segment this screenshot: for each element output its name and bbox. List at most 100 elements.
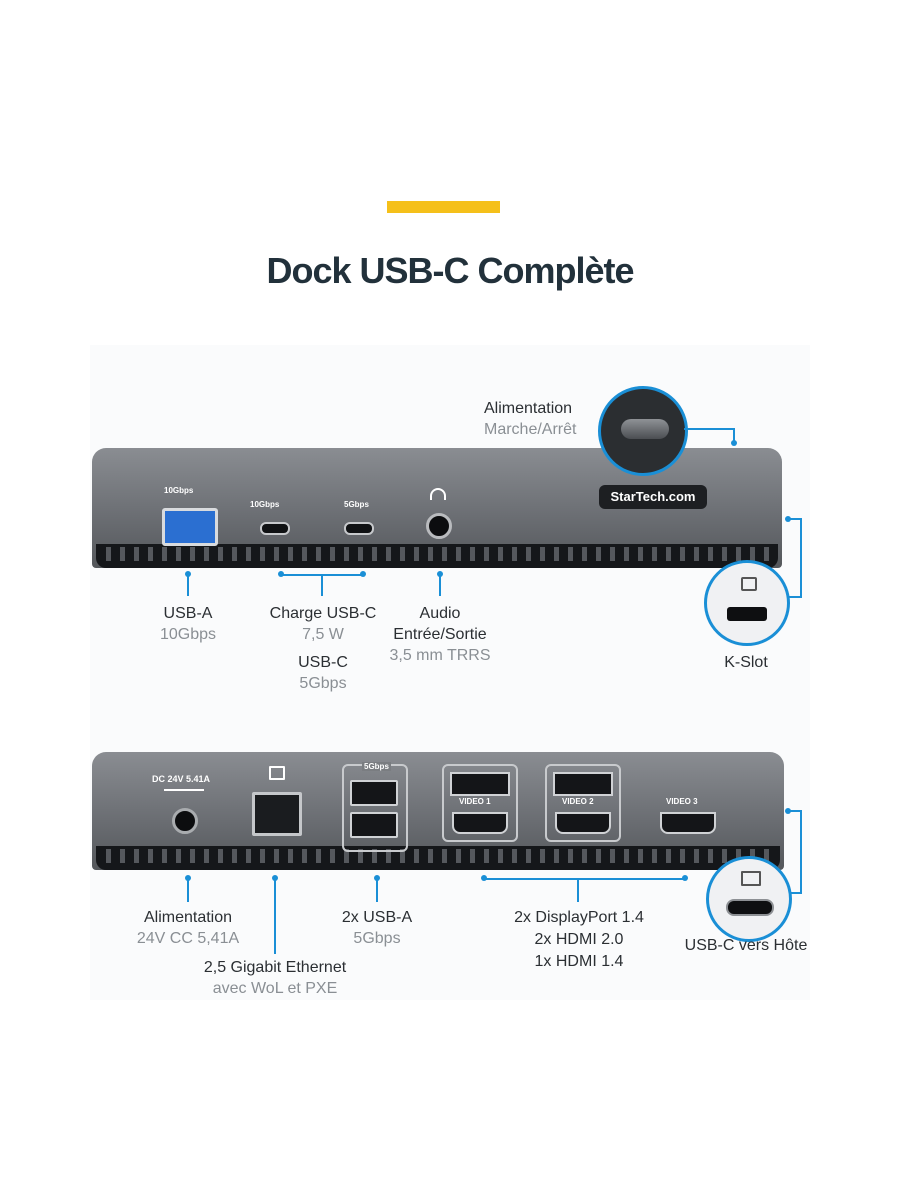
callout-usba-front: USB-A 10Gbps (159, 605, 217, 643)
vent-slot (120, 547, 125, 561)
vent-slot (652, 547, 657, 561)
dock-rear-vent (96, 846, 780, 870)
vent-slot (232, 547, 237, 561)
usba-port-rear-1 (350, 780, 398, 806)
leader-host (788, 810, 802, 894)
vent-slot (148, 849, 153, 863)
callout-usba-rear: 2x USB-A 5Gbps (341, 909, 413, 947)
vent-slot (330, 547, 335, 561)
vent-slot (134, 547, 139, 561)
vent-slot (624, 849, 629, 863)
vent-slot (288, 849, 293, 863)
vent-slot (540, 547, 545, 561)
vent-slot (680, 849, 685, 863)
hdmi-1 (452, 812, 508, 834)
port-label-video1: VIDEO 1 (459, 797, 491, 806)
vent-slot (120, 849, 125, 863)
port-label-usba-rear: 5Gbps (362, 762, 391, 771)
displayport-2 (553, 772, 613, 796)
vent-slot (246, 547, 251, 561)
vent-slot (442, 547, 447, 561)
vent-slot (148, 547, 153, 561)
callout-charge: Charge USB-C 7,5 W USB-C 5Gbps (269, 605, 377, 692)
dock-rear: DC 24V 5.41A 5Gbps VIDEO 1 VIDEO 2 VIDEO… (92, 752, 784, 870)
vent-slot (246, 849, 251, 863)
leader-power-rear (187, 878, 189, 902)
vent-slot (414, 547, 419, 561)
port-label-usbc: 5Gbps (344, 500, 369, 509)
vent-slot (582, 547, 587, 561)
vent-slot (582, 849, 587, 863)
vent-slot (218, 849, 223, 863)
callout-kslot: K-Slot (724, 654, 768, 671)
vent-slot (372, 849, 377, 863)
leader-kslot (788, 518, 802, 598)
dock-front-vent (96, 544, 778, 568)
vent-slot (204, 849, 209, 863)
vent-slot (638, 547, 643, 561)
leader-ethernet (274, 878, 276, 954)
brand-name: StarTech.com (610, 489, 696, 504)
power-button-icon (621, 419, 669, 439)
vent-slot (498, 849, 503, 863)
vent-slot (274, 849, 279, 863)
usba-port-rear-2 (350, 812, 398, 838)
vent-slot (288, 547, 293, 561)
vent-slot (456, 849, 461, 863)
vent-slot (428, 849, 433, 863)
vent-slot (708, 547, 713, 561)
vent-slot (400, 547, 405, 561)
vent-slot (764, 547, 769, 561)
vent-slot (526, 547, 531, 561)
vent-slot (652, 849, 657, 863)
vent-slot (302, 547, 307, 561)
vent-slot (358, 547, 363, 561)
vent-slot (680, 547, 685, 561)
vent-slot (694, 849, 699, 863)
vent-slot (386, 849, 391, 863)
vent-slot (428, 547, 433, 561)
vent-slot (512, 547, 517, 561)
callout-ethernet: 2,5 Gigabit Ethernet avec WoL et PXE (203, 959, 347, 997)
vent-slot (218, 547, 223, 561)
vent-slot (134, 849, 139, 863)
vent-slot (526, 849, 531, 863)
vent-slot (372, 547, 377, 561)
vent-slot (204, 547, 209, 561)
vent-slot (554, 547, 559, 561)
vent-slot (666, 849, 671, 863)
dc-jack (172, 808, 198, 834)
vent-slot (162, 547, 167, 561)
vent-slot (610, 547, 615, 561)
power-button-zoom (598, 386, 688, 476)
usbc-port-front (344, 522, 374, 535)
callout-video: 2x DisplayPort 1.4 2x HDMI 2.0 1x HDMI 1… (514, 909, 644, 970)
audio-jack (426, 513, 452, 539)
vent-slot (106, 849, 111, 863)
vent-slot (414, 849, 419, 863)
port-label-usbc-charge: 10Gbps (250, 500, 280, 509)
laptop-icon (741, 871, 761, 886)
vent-slot (708, 849, 713, 863)
vent-slot (316, 849, 321, 863)
vent-slot (190, 547, 195, 561)
usba-group-rear (342, 764, 408, 852)
vent-slot (666, 547, 671, 561)
vent-slot (330, 849, 335, 863)
vent-slot (568, 849, 573, 863)
vent-slot (554, 849, 559, 863)
video1-group (442, 764, 518, 842)
callout-power-button: Alimentation Marche/Arrêt (484, 400, 577, 438)
lock-icon (741, 577, 757, 591)
vent-slot (470, 849, 475, 863)
vent-slot (442, 849, 447, 863)
vent-slot (344, 547, 349, 561)
vent-slot (260, 849, 265, 863)
vent-slot (540, 849, 545, 863)
leader-audio (439, 574, 441, 596)
vent-slot (610, 849, 615, 863)
vent-slot (456, 547, 461, 561)
vent-slot (176, 849, 181, 863)
usbc-charge-port (260, 522, 290, 535)
vent-slot (694, 547, 699, 561)
